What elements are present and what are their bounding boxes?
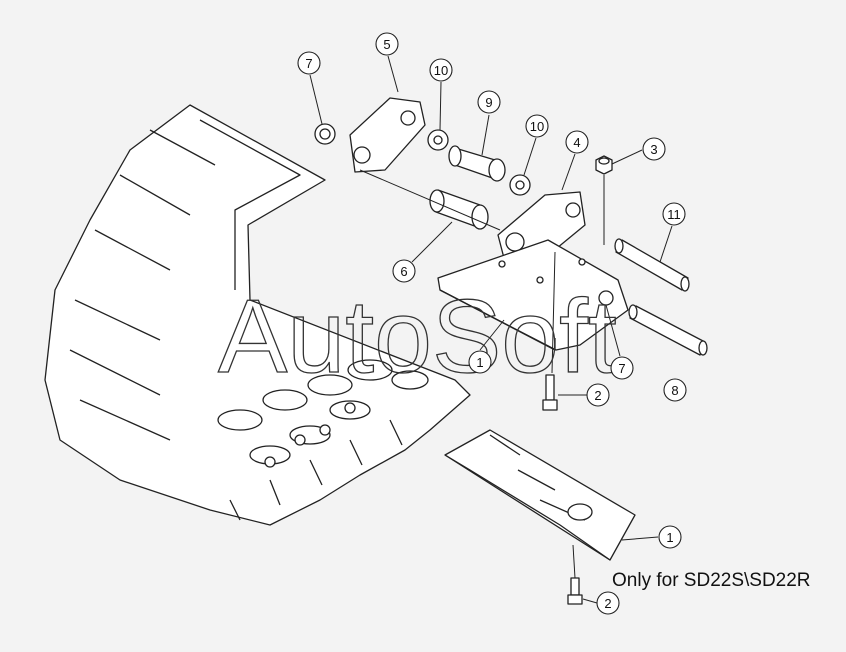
- callout-3: 3: [642, 137, 666, 161]
- svg-text:1: 1: [666, 530, 673, 545]
- callout-10-a: 10: [429, 58, 453, 82]
- svg-text:5: 5: [383, 37, 390, 52]
- callout-2-upper: 2: [586, 383, 610, 407]
- track-assembly: [44, 104, 471, 526]
- callout-7-lower: 7: [610, 356, 634, 380]
- leader-lines: [309, 55, 673, 604]
- washer-7-top: [314, 123, 336, 145]
- callout-2-lower: 2: [596, 591, 620, 615]
- callout-1-upper: 1: [468, 350, 492, 374]
- svg-text:2: 2: [604, 596, 611, 611]
- callout-7-top: 7: [297, 51, 321, 75]
- washer-10-a: [427, 129, 449, 151]
- svg-text:7: 7: [305, 56, 312, 71]
- svg-text:9: 9: [485, 95, 492, 110]
- svg-text:8: 8: [671, 383, 678, 398]
- watermark: AutoSoft: [218, 279, 617, 395]
- callout-1-lower: 1: [658, 525, 682, 549]
- callout-10-b: 10: [525, 114, 549, 138]
- svg-text:11: 11: [667, 207, 681, 222]
- link-plate-5: [349, 97, 426, 173]
- bushing-9: [448, 145, 506, 182]
- svg-text:2: 2: [594, 388, 601, 403]
- pin-11: [614, 238, 690, 292]
- bolt-2-upper: [542, 374, 558, 411]
- pin-8: [628, 304, 708, 356]
- svg-text:10: 10: [530, 119, 544, 134]
- nut-3: [595, 155, 613, 175]
- washer-10-b: [509, 174, 531, 196]
- callout-5: 5: [375, 32, 399, 56]
- bushing-6: [429, 189, 489, 230]
- svg-text:3: 3: [650, 142, 657, 157]
- svg-text:1: 1: [476, 355, 483, 370]
- model-note: Only for SD22S\SD22R: [612, 570, 811, 591]
- track-shoe-1-lower: [444, 429, 636, 561]
- svg-text:10: 10: [434, 63, 448, 78]
- track-shoe-1-upper: [437, 239, 629, 351]
- callouts: 5 7 10 9 10 4 3 11 6 1 7 8 2 1 2: [297, 32, 687, 615]
- callout-8: 8: [663, 378, 687, 402]
- svg-text:7: 7: [618, 361, 625, 376]
- svg-text:4: 4: [573, 135, 580, 150]
- callout-6: 6: [392, 259, 416, 283]
- callout-9: 9: [477, 90, 501, 114]
- svg-text:6: 6: [400, 264, 407, 279]
- callout-4: 4: [565, 130, 589, 154]
- callout-11: 11: [662, 202, 686, 226]
- bolt-2-lower: [567, 577, 583, 605]
